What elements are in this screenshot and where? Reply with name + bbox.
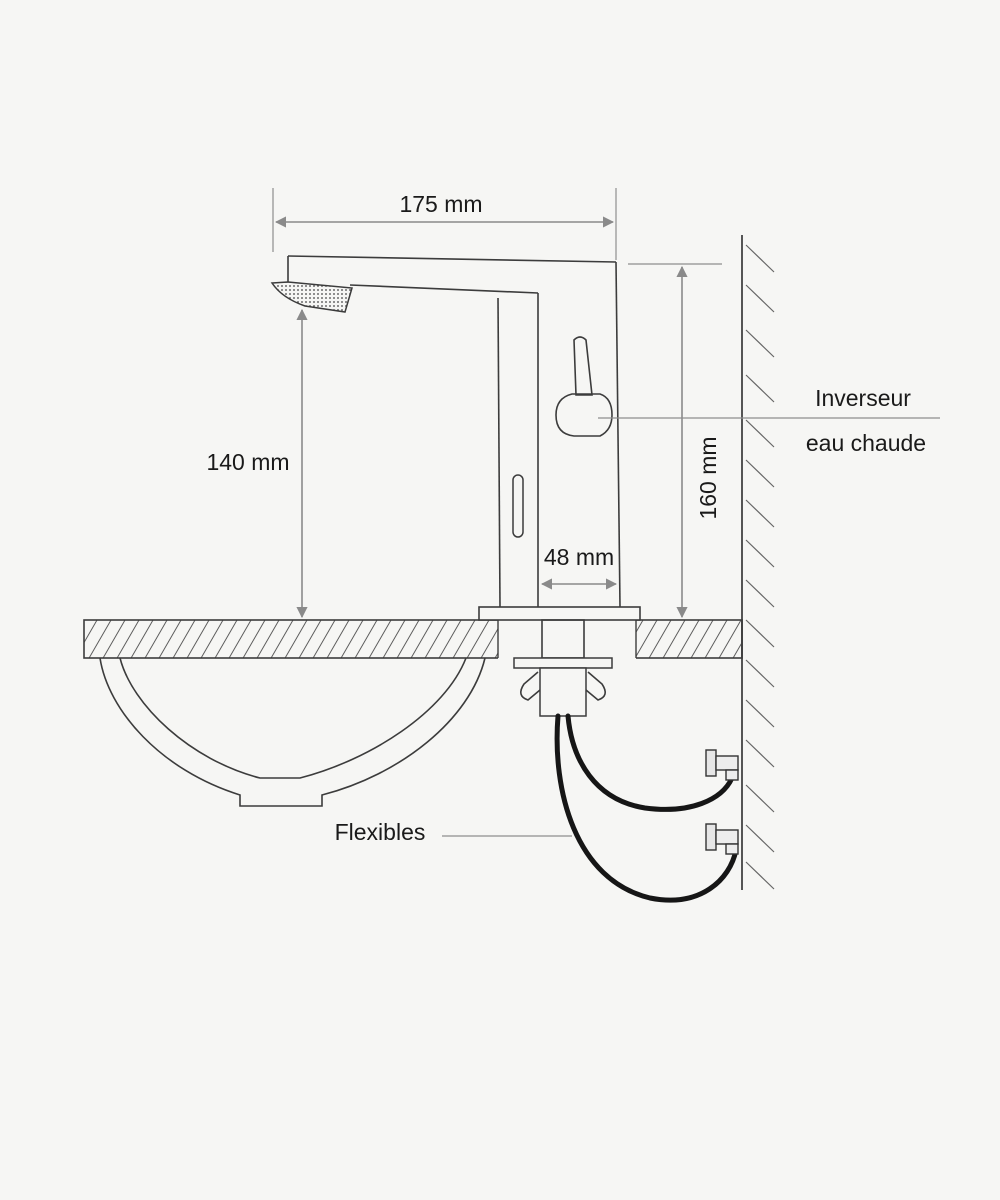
- wall: [741, 235, 775, 890]
- flexible-hoses: [554, 713, 739, 903]
- countertop: [83, 619, 743, 659]
- callout-flexibles: Flexibles: [335, 819, 572, 845]
- faucet: [270, 255, 641, 717]
- callout-inverseur: Inverseur eau chaude: [598, 385, 940, 456]
- callout-inverseur-line2: eau chaude: [806, 430, 926, 456]
- basin: [99, 657, 486, 807]
- dimension-width: 175 mm: [272, 188, 617, 260]
- flexible-hose-lower: [554, 713, 739, 903]
- aerator: [270, 256, 353, 313]
- callout-inverseur-line1: Inverseur: [815, 385, 911, 411]
- mounting-nut: [513, 657, 613, 669]
- dimension-base-width-label: 48 mm: [544, 544, 614, 570]
- flexible-hose-upper: [565, 713, 735, 812]
- callout-flexibles-label: Flexibles: [335, 819, 426, 845]
- temperature-lever: [555, 336, 613, 437]
- dimension-spout-height: 140 mm: [206, 308, 308, 619]
- wall-hatching: [745, 244, 775, 890]
- shutoff-valve-lower: [705, 823, 739, 855]
- dimension-spout-height-label: 140 mm: [206, 449, 289, 475]
- dimension-body-height-label: 160 mm: [695, 436, 721, 519]
- dimension-width-label: 175 mm: [399, 191, 482, 217]
- shutoff-valve-upper: [705, 749, 739, 781]
- threaded-stem: [539, 667, 587, 717]
- base-plate: [478, 606, 641, 621]
- dimension-body-height: 160 mm: [628, 263, 722, 619]
- sensor-window: [512, 474, 524, 538]
- dimension-base-width: 48 mm: [540, 544, 618, 590]
